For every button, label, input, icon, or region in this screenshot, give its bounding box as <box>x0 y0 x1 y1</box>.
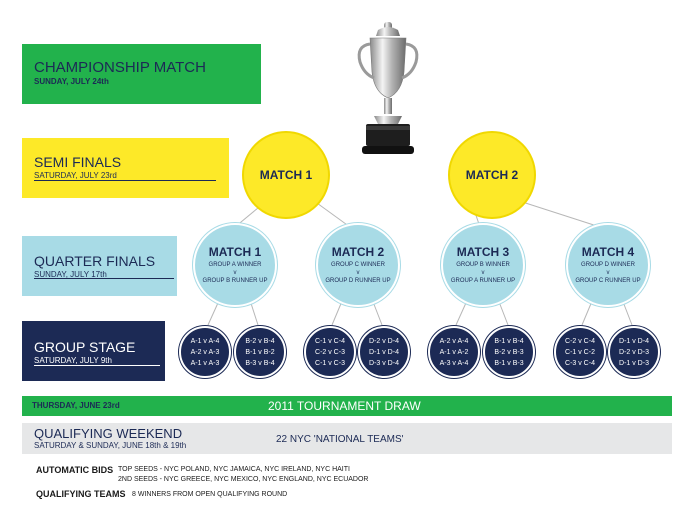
group-d-circle-2: D-1 v D-4 D-2 v D-3 D-1 v D-3 <box>608 326 660 378</box>
qualifying-teams-count: 22 NYC 'NATIONAL TEAMS' <box>276 434 404 445</box>
quarter-final-match-1: MATCH 1 GROUP A WINNER v GROUP B RUNNER … <box>193 223 277 307</box>
qualifying-title: QUALIFYING WEEKEND <box>34 426 183 441</box>
group-stage-title: GROUP STAGE <box>34 339 136 355</box>
match-line: C-2 v C-3 <box>315 348 345 356</box>
championship-title: CHAMPIONSHIP MATCH <box>34 59 206 76</box>
championship-date: SUNDAY, JULY 24th <box>34 77 109 86</box>
group-b-circle-1: B-2 v B-4 B-1 v B-2 B-3 v B-4 <box>234 326 286 378</box>
qf-match-1-vs: v <box>233 270 237 276</box>
match-line: A-2 v A-4 <box>439 337 469 345</box>
qf-match-2-line2: GROUP D RUNNER UP <box>325 278 391 284</box>
qf-match-3-vs: v <box>481 270 485 276</box>
qf-match-4-line1: GROUP D WINNER <box>581 262 635 268</box>
quarter-finals-stage-box: QUARTER FINALS SUNDAY, JULY 17th <box>22 236 177 296</box>
quarter-final-match-4: MATCH 4 GROUP D WINNER v GROUP C RUNNER … <box>566 223 650 307</box>
semi-finals-stage-box: SEMI FINALS SATURDAY, JULY 23rd <box>22 138 229 198</box>
draw-date: THURSDAY, JUNE 23rd <box>32 401 120 410</box>
qf-match-2-vs: v <box>356 270 360 276</box>
match-line: D-1 v D-4 <box>619 337 649 345</box>
qf-match-3-line1: GROUP B WINNER <box>456 262 510 268</box>
match-line: C-3 v C-4 <box>565 359 595 367</box>
group-c-circle-1: C-1 v C-4 C-2 v C-3 C-1 v C-3 <box>304 326 356 378</box>
qf-match-1-label: MATCH 1 <box>208 245 262 259</box>
group-a-circle-2: A-2 v A-4 A-1 v A-2 A-3 v A-4 <box>428 326 480 378</box>
match-line: D-2 v D-4 <box>369 337 399 345</box>
automatic-bids-line1: TOP SEEDS - NYC POLAND, NYC JAMAICA, NYC… <box>118 466 350 473</box>
qf-match-4-line2: GROUP C RUNNER UP <box>575 278 641 284</box>
automatic-bids-line2: 2ND SEEDS - NYC GREECE, NYC MEXICO, NYC … <box>118 476 369 483</box>
qualifying-weekend-band: QUALIFYING WEEKEND SATURDAY & SUNDAY, JU… <box>22 423 672 454</box>
semi-finals-rule <box>34 180 216 181</box>
semi-final-match-2: MATCH 2 <box>448 131 536 219</box>
quarter-final-match-2: MATCH 2 GROUP C WINNER v GROUP D RUNNER … <box>316 223 400 307</box>
match-line: C-2 v C-4 <box>565 337 595 345</box>
group-stage-date: SATURDAY, JULY 9th <box>34 356 112 365</box>
quarter-final-match-3: MATCH 3 GROUP B WINNER v GROUP A RUNNER … <box>441 223 525 307</box>
match-line: D-2 v D-3 <box>619 348 649 356</box>
qualifying-date: SATURDAY & SUNDAY, JUNE 18th & 19th <box>34 441 187 450</box>
semi-final-match-1-label: MATCH 1 <box>259 168 313 182</box>
semi-final-match-1: MATCH 1 <box>242 131 330 219</box>
match-line: A-3 v A-4 <box>439 359 469 367</box>
group-c-circle-2: C-2 v C-4 C-1 v C-2 C-3 v C-4 <box>554 326 606 378</box>
qualifying-teams-text: 8 WINNERS FROM OPEN QUALIFYING ROUND <box>132 491 288 498</box>
match-line: C-1 v C-4 <box>315 337 345 345</box>
match-line: D-1 v D-3 <box>619 359 649 367</box>
match-line: A-1 v A-3 <box>190 359 220 367</box>
match-line: D-1 v D-4 <box>369 348 399 356</box>
quarter-finals-title: QUARTER FINALS <box>34 253 156 269</box>
group-stage-rule <box>34 365 160 366</box>
qf-match-2-label: MATCH 2 <box>331 245 385 259</box>
qf-match-3-label: MATCH 3 <box>456 245 510 259</box>
qf-match-1-line1: GROUP A WINNER <box>208 262 262 268</box>
qf-match-3-line2: GROUP A RUNNER UP <box>450 278 516 284</box>
group-stage-box: GROUP STAGE SATURDAY, JULY 9th <box>22 321 165 381</box>
qf-match-4-vs: v <box>606 270 610 276</box>
semi-finals-title: SEMI FINALS <box>34 154 122 170</box>
match-line: A-1 v A-4 <box>190 337 220 345</box>
group-d-circle-1: D-2 v D-4 D-1 v D-4 D-3 v D-4 <box>358 326 410 378</box>
group-b-circle-2: B-1 v B-4 B-2 v B-3 B-1 v B-3 <box>483 326 535 378</box>
match-line: B-2 v B-3 <box>494 348 524 356</box>
match-line: B-1 v B-2 <box>245 348 275 356</box>
semi-final-match-2-label: MATCH 2 <box>465 168 519 182</box>
match-line: B-3 v B-4 <box>245 359 275 367</box>
match-line: B-2 v B-4 <box>245 337 275 345</box>
draw-title: 2011 TOURNAMENT DRAW <box>268 399 421 413</box>
automatic-bids-label: AUTOMATIC BIDS <box>36 465 114 475</box>
group-a-circle-1: A-1 v A-4 A-2 v A-3 A-1 v A-3 <box>179 326 231 378</box>
qualifying-teams-label: QUALIFYING TEAMS <box>36 489 126 499</box>
match-line: B-1 v B-4 <box>494 337 524 345</box>
qf-match-4-label: MATCH 4 <box>581 245 635 259</box>
match-line: A-1 v A-2 <box>439 348 469 356</box>
championship-stage-box: CHAMPIONSHIP MATCH SUNDAY, JULY 24th <box>22 44 261 104</box>
qf-match-2-line1: GROUP C WINNER <box>331 262 385 268</box>
quarter-finals-rule <box>34 278 174 279</box>
quarter-finals-date: SUNDAY, JULY 17th <box>34 270 107 279</box>
match-line: A-2 v A-3 <box>190 348 220 356</box>
match-line: B-1 v B-3 <box>494 359 524 367</box>
trophy-icon <box>352 20 424 158</box>
match-line: C-1 v C-3 <box>315 359 345 367</box>
tournament-draw-band: THURSDAY, JUNE 23rd 2011 TOURNAMENT DRAW <box>22 396 672 416</box>
match-line: D-3 v D-4 <box>369 359 399 367</box>
match-line: C-1 v C-2 <box>565 348 595 356</box>
semi-finals-date: SATURDAY, JULY 23rd <box>34 171 117 180</box>
qf-match-1-line2: GROUP B RUNNER UP <box>202 278 268 284</box>
